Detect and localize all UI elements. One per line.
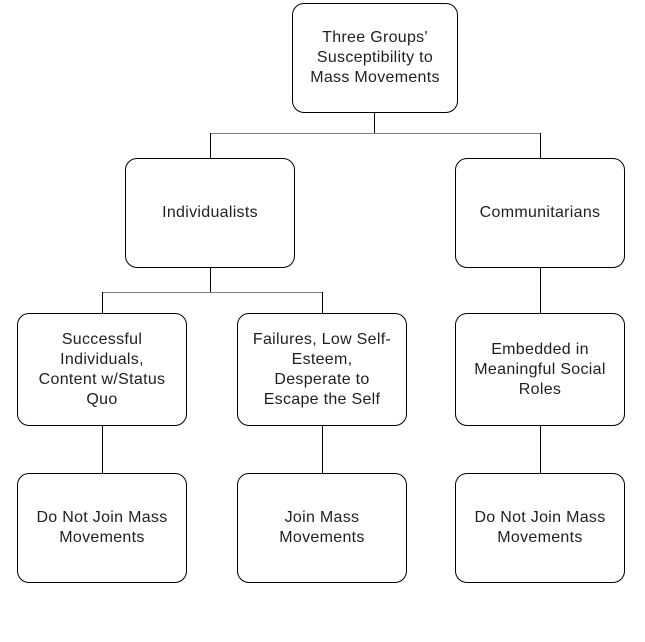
connector-to-embedded [540, 267, 541, 314]
node-embedded-roles: Embedded in Meaningful Social Roles [455, 313, 625, 426]
connector-to-individualists [210, 133, 211, 159]
node-individualists: Individualists [125, 158, 295, 268]
node-successful-individuals-label: Successful Individuals, Content w/Status… [38, 330, 166, 408]
connector-root-stem [374, 112, 375, 134]
node-individualists-label: Individualists [162, 204, 258, 221]
node-root: Three Groups' Susceptibility to Mass Mov… [292, 3, 458, 113]
connector-to-outcome-join [322, 425, 323, 474]
connector-to-outcome-no-left [102, 425, 103, 474]
connector-to-failures [322, 292, 323, 314]
node-successful-individuals: Successful Individuals, Content w/Status… [17, 313, 187, 426]
connector-level2-crossbar [210, 133, 541, 134]
node-outcome-do-not-join-right-label: Do Not Join Mass Movements [474, 509, 606, 546]
node-root-label: Three Groups' Susceptibility to Mass Mov… [310, 29, 440, 86]
connector-level3-crossbar [102, 292, 323, 293]
node-outcome-join: Join Mass Movements [237, 473, 407, 583]
node-communitarians: Communitarians [455, 158, 625, 268]
node-communitarians-label: Communitarians [479, 204, 601, 221]
node-outcome-do-not-join-left: Do Not Join Mass Movements [17, 473, 187, 583]
node-outcome-do-not-join-right: Do Not Join Mass Movements [455, 473, 625, 583]
connector-individualists-stem [210, 267, 211, 293]
node-embedded-roles-label: Embedded in Meaningful Social Roles [474, 340, 606, 398]
node-outcome-join-label: Join Mass Movements [279, 509, 365, 546]
connector-to-successful [102, 292, 103, 314]
node-failures: Failures, Low Self- Esteem, Desperate to… [237, 313, 407, 426]
node-outcome-do-not-join-left-label: Do Not Join Mass Movements [36, 509, 168, 546]
connector-to-outcome-no-right [540, 425, 541, 474]
connector-to-communitarians [540, 133, 541, 159]
node-failures-label: Failures, Low Self- Esteem, Desperate to… [252, 330, 392, 408]
